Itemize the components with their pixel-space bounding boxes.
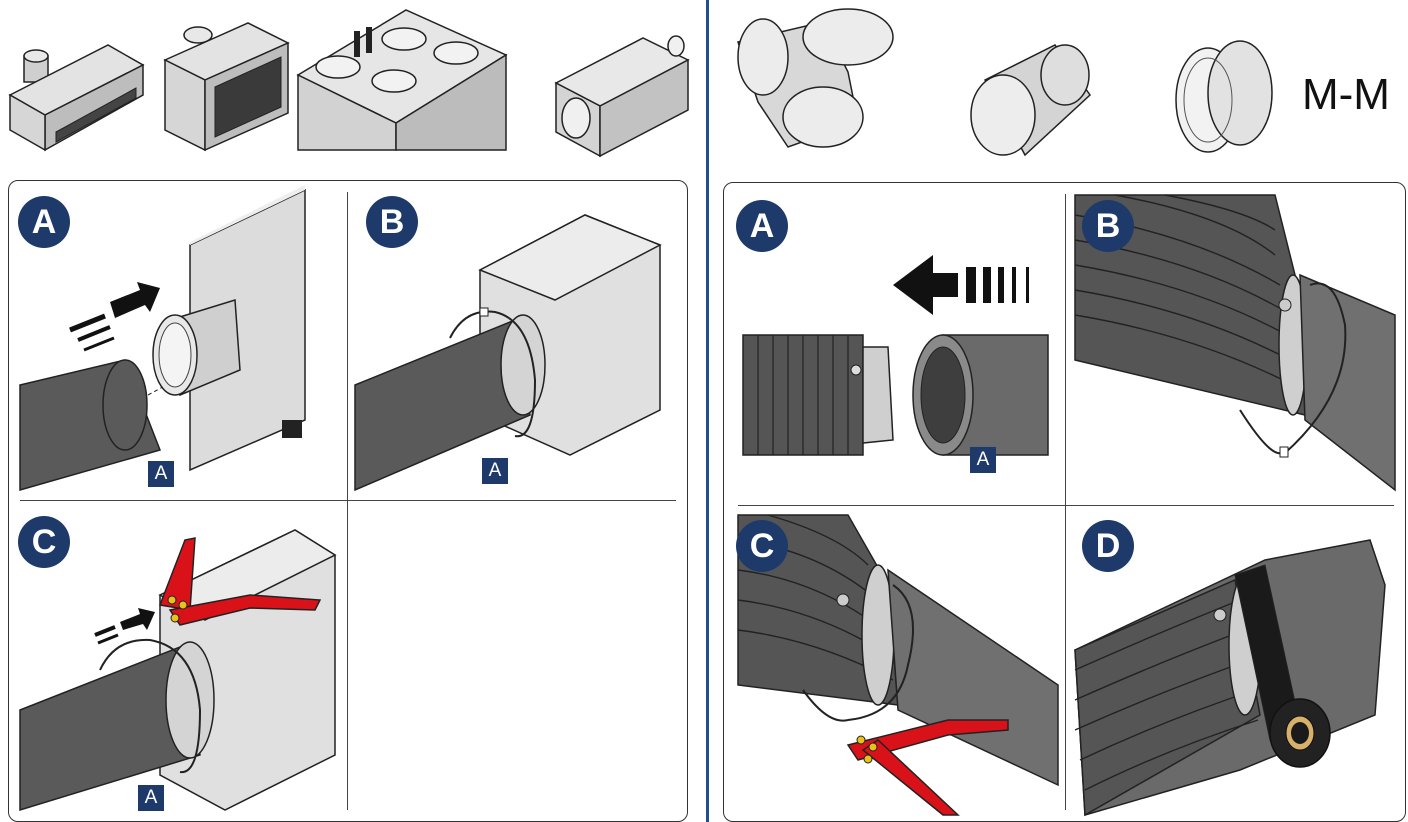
right-step-d-illustration bbox=[1074, 539, 1386, 817]
right-step-a-illustration bbox=[742, 255, 1049, 456]
coupling-label: M-M bbox=[1302, 70, 1390, 119]
right-step-c-illustration bbox=[737, 514, 1059, 816]
reducer-fitting-illustration bbox=[970, 44, 1091, 157]
left-step-b-duct-tag: A bbox=[482, 458, 508, 484]
right-step-d-badge: D bbox=[1082, 520, 1134, 572]
right-panel-vertical-separator bbox=[1065, 194, 1066, 810]
left-step-c-badge: C bbox=[18, 516, 70, 568]
left-step-a-illustration bbox=[19, 185, 306, 491]
left-panel-horizontal-separator bbox=[20, 500, 676, 501]
left-step-c-duct-tag: A bbox=[138, 785, 164, 811]
left-step-a-duct-tag: A bbox=[148, 461, 174, 487]
right-step-c-badge: C bbox=[736, 520, 788, 572]
left-step-b-illustration bbox=[354, 214, 662, 492]
wall-grille-square-illustration bbox=[163, 22, 290, 152]
right-step-a-badge: A bbox=[736, 200, 788, 252]
ventilation-unit-illustration bbox=[296, 9, 508, 151]
left-panel-vertical-separator bbox=[347, 192, 348, 810]
left-step-a-badge: A bbox=[18, 196, 70, 248]
right-panel-horizontal-separator bbox=[738, 505, 1394, 506]
wall-grille-slim-illustration bbox=[8, 44, 145, 152]
silencer-box-illustration bbox=[554, 35, 690, 158]
right-step-b-badge: B bbox=[1082, 200, 1134, 252]
left-step-c-illustration bbox=[19, 529, 337, 812]
left-step-b-badge: B bbox=[366, 196, 418, 248]
section-divider bbox=[706, 0, 709, 822]
coupling-fitting-illustration bbox=[1175, 40, 1273, 153]
t-piece-fitting-illustration bbox=[737, 8, 894, 148]
right-step-a-duct-tag: A bbox=[970, 447, 996, 473]
